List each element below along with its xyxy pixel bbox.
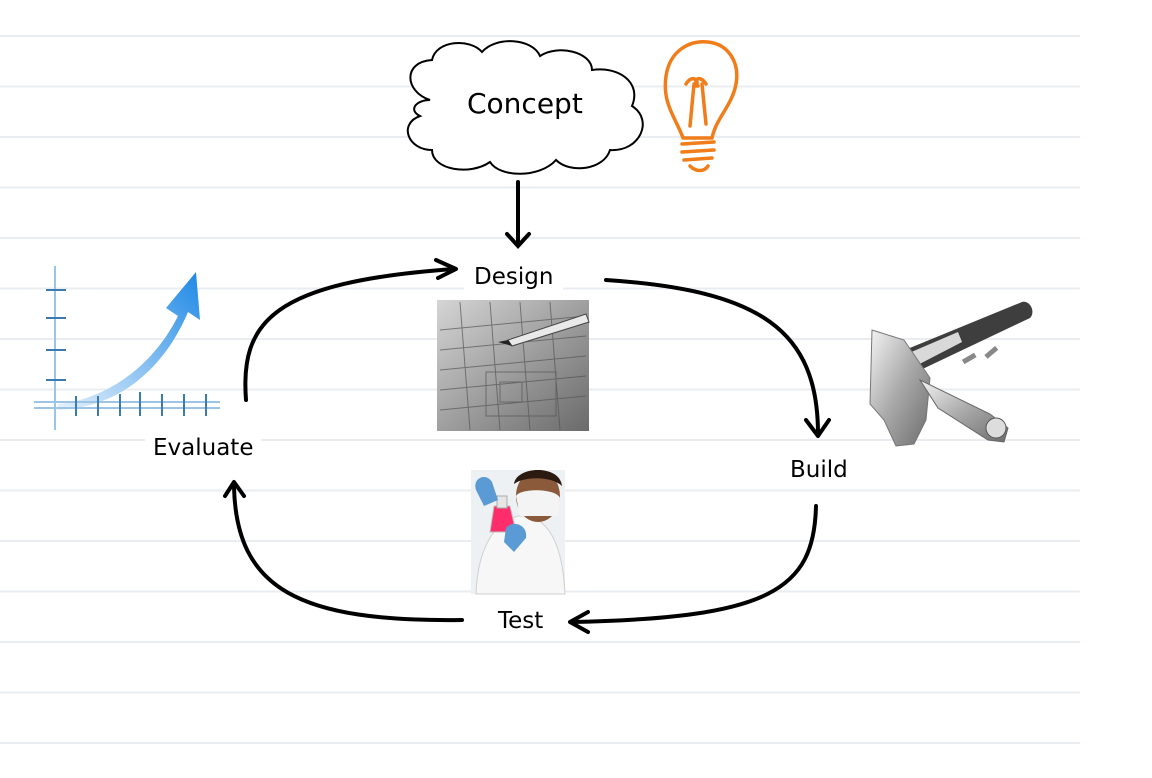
concept-label: Concept xyxy=(467,87,583,120)
build-to-test-arrow xyxy=(568,504,818,634)
lightbulb-icon xyxy=(663,40,739,173)
build-tools-image xyxy=(869,301,1033,447)
test-label: Test xyxy=(488,608,554,635)
concept-to-design-arrow xyxy=(505,180,531,249)
evaluate-label: Evaluate xyxy=(145,435,262,462)
growth-chart-arrow-icon xyxy=(34,266,220,430)
evaluate-to-design-arrow xyxy=(243,258,458,402)
test-scientist-image xyxy=(471,470,566,595)
test-to-evaluate-arrow xyxy=(223,480,464,623)
design-to-build-arrow xyxy=(604,278,831,438)
concept-cloud-shape xyxy=(407,40,644,175)
design-label: Design xyxy=(464,264,564,291)
build-label: Build xyxy=(782,457,856,484)
design-blueprint-image xyxy=(437,300,590,431)
